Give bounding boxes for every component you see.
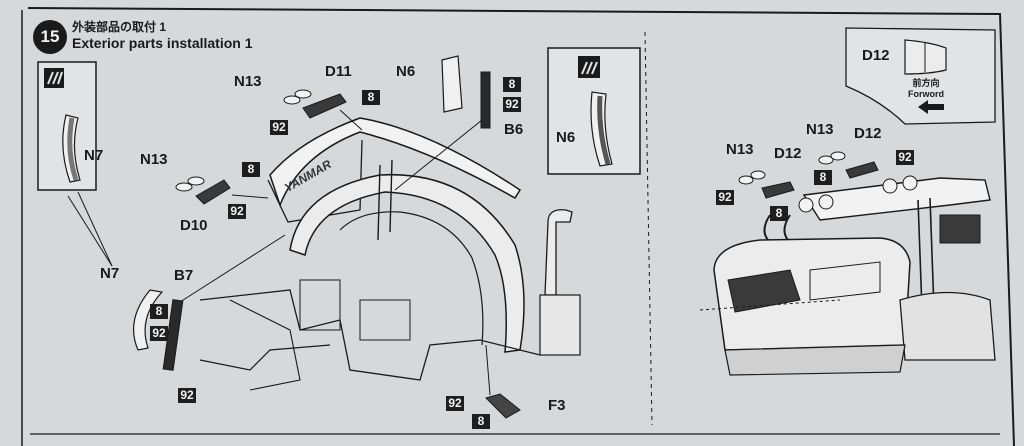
box-label: 92	[446, 396, 464, 411]
n6-lens-top	[441, 55, 463, 113]
box-label: 92	[896, 150, 914, 165]
tractor-hood	[713, 237, 911, 351]
box-label: 8	[503, 77, 521, 92]
box-label: 8	[362, 90, 380, 105]
forward-label-jp: 前方向	[912, 78, 940, 88]
forward-label-en: Forword	[908, 89, 944, 99]
callout-b6: B6	[504, 121, 524, 138]
front-grille	[727, 269, 801, 313]
d12-lamp-left	[761, 181, 795, 199]
box-label: 92	[716, 190, 734, 205]
callout-n6-inset: N6	[556, 129, 576, 146]
callout-d12-r1: D12	[774, 145, 802, 162]
step-number-badge: 15	[33, 20, 67, 54]
callout-n6-top: N6	[396, 63, 416, 80]
box-label: 8	[150, 304, 168, 319]
box-label: 92	[178, 388, 196, 403]
b7-bracket	[162, 299, 184, 371]
step-title-en: Exterior parts installation 1	[72, 35, 253, 51]
callout-b7: B7	[174, 267, 194, 284]
front-wheel-right	[899, 291, 996, 361]
section-divider	[644, 31, 653, 426]
rear-fender	[289, 173, 525, 353]
box-label: 92	[503, 97, 521, 112]
box-label: 8	[242, 162, 260, 177]
box-label: 8	[472, 414, 490, 429]
d10-lamp	[195, 179, 231, 205]
b6-bracket	[480, 71, 491, 129]
callout-d10: D10	[180, 217, 208, 234]
step-title-jp: 外装部品の取付 1	[72, 20, 167, 34]
callout-d12-inset: D12	[862, 47, 890, 64]
callout-n13-r1: N13	[726, 141, 754, 158]
n7-lens-main	[132, 289, 164, 351]
d12-inset-frame	[845, 27, 996, 125]
box-label: 8	[814, 170, 832, 185]
box-label: 8	[770, 206, 788, 221]
d12-lamp-right	[845, 161, 879, 179]
d11-lamp	[302, 93, 347, 119]
callout-n7-inset: N7	[84, 147, 104, 164]
f3-step	[485, 393, 521, 419]
callout-n13-r2: N13	[806, 121, 834, 138]
page-border	[27, 7, 1015, 446]
forward-arrow-icon	[918, 100, 944, 114]
callout-n13-b: N13	[140, 151, 168, 168]
callout-f3: F3	[548, 397, 566, 414]
callout-d11: D11	[325, 63, 352, 80]
exhaust-pipe	[544, 209, 573, 296]
cab-roof-right	[802, 177, 991, 221]
box-label: 92	[228, 204, 246, 219]
box-label: 92	[150, 326, 168, 341]
roof-panel	[269, 117, 522, 208]
callout-n13-a: N13	[234, 73, 262, 90]
chassis	[199, 289, 541, 381]
callout-n7-main: N7	[100, 265, 120, 282]
box-label: 92	[270, 120, 288, 135]
callout-d12-r2: D12	[854, 125, 882, 142]
